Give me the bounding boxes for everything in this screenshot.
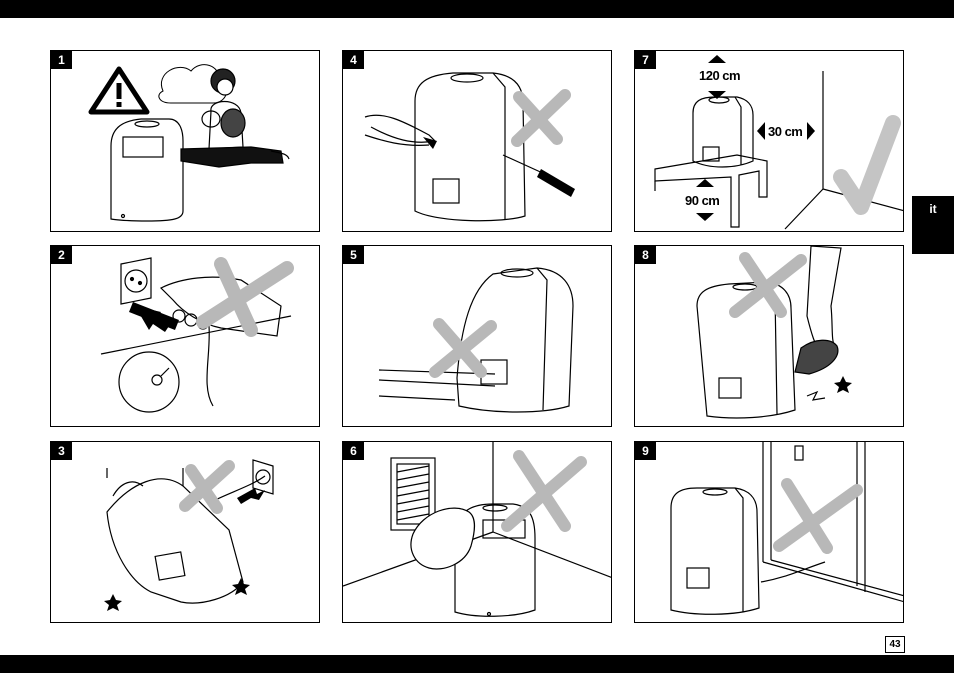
- prohibited-cross-icon: [185, 466, 229, 508]
- do-not-tilt-illustration: [51, 442, 320, 623]
- panel-9: 9: [634, 441, 904, 623]
- do-not-place-near-vent-illustration: [343, 442, 612, 623]
- panel-4: 4: [342, 50, 612, 232]
- floor-height-label: 90 cm: [685, 193, 719, 208]
- prohibited-cross-icon: [507, 456, 581, 526]
- star-icon: [834, 376, 852, 393]
- panel-number: 3: [51, 442, 72, 460]
- top-clearance-label: 120 cm: [699, 68, 740, 83]
- language-tab: it: [912, 196, 954, 254]
- panel-number: 7: [635, 51, 656, 69]
- panel-2: 2: [50, 245, 320, 427]
- panel-3: 3: [50, 441, 320, 623]
- vent-slats: [397, 466, 429, 520]
- panel-number: 8: [635, 246, 656, 264]
- do-not-kick-illustration: [635, 246, 904, 427]
- no-tools-illustration: [343, 51, 612, 232]
- prohibited-cross-icon: [517, 95, 565, 141]
- bottom-black-bar: [0, 655, 954, 673]
- prohibited-cross-icon: [779, 484, 857, 548]
- panel-number: 5: [343, 246, 364, 264]
- check-mark-icon: [841, 123, 893, 207]
- unplug-with-wet-hands-illustration: [51, 246, 320, 427]
- panel-number: 1: [51, 51, 72, 69]
- clearance-distances-illustration: [635, 51, 904, 232]
- panel-number: 9: [635, 442, 656, 460]
- panel-number: 2: [51, 246, 72, 264]
- panel-5: 5: [342, 245, 612, 427]
- page-number: 43: [885, 636, 905, 653]
- panel-number: 6: [343, 442, 364, 460]
- panel-1: 1: [50, 50, 320, 232]
- top-black-bar: [0, 0, 954, 18]
- panel-6: 6: [342, 441, 612, 623]
- do-not-place-on-edge-illustration: [343, 246, 612, 427]
- panel-8: 8: [634, 245, 904, 427]
- side-clearance-label: 30 cm: [768, 124, 802, 139]
- do-not-place-near-door-illustration: [635, 442, 904, 623]
- panel-7: 7 120 cm 30 cm 90 cm: [634, 50, 904, 232]
- panel-number: 4: [343, 51, 364, 69]
- child-safety-illustration: [51, 51, 320, 232]
- prohibited-cross-icon: [203, 264, 287, 330]
